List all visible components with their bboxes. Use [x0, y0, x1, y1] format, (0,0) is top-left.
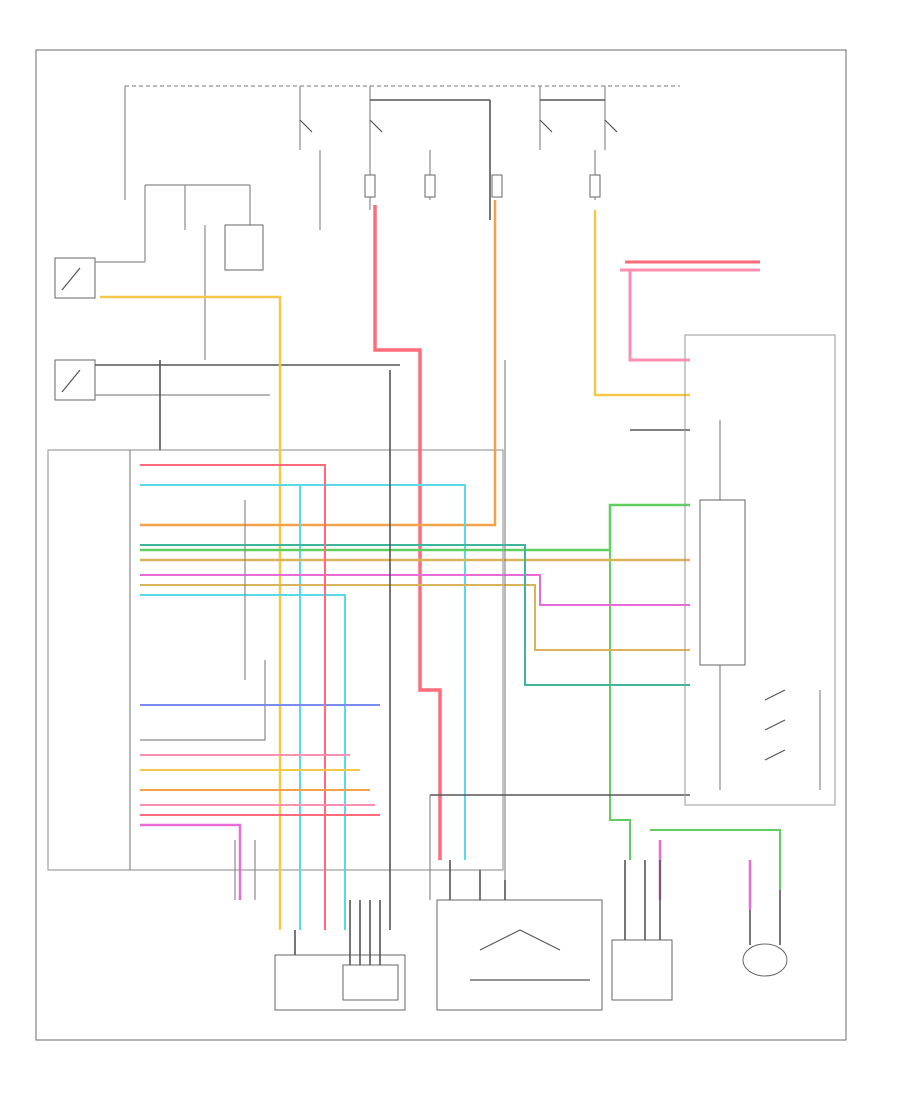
speed-sensor — [611, 939, 673, 1001]
power-distribution — [124, 85, 680, 230]
wire-magenta — [140, 574, 690, 606]
wire-red-lower — [140, 464, 326, 930]
wire-yellow-2 — [593, 210, 690, 397]
wire-cyan-2 — [140, 484, 466, 860]
transfer-case-module — [684, 334, 836, 806]
transfer-case-switches — [54, 184, 400, 401]
wire-pink — [628, 270, 690, 362]
wire-teal — [140, 544, 690, 686]
left-connector-block — [47, 449, 504, 871]
wire-tan-2 — [140, 584, 690, 651]
wire-harness — [100, 200, 781, 930]
wire-green-2 — [609, 550, 631, 860]
wire-green — [140, 503, 690, 552]
bottom-components — [274, 860, 788, 1011]
wire-yellow — [100, 295, 282, 930]
wire-magenta-2 — [140, 823, 242, 900]
wire-cyan-3 — [140, 594, 346, 930]
wire-cyan — [140, 484, 301, 930]
wire-green-3 — [650, 829, 781, 890]
rear-speed-sensor — [742, 943, 788, 977]
wire-orange — [140, 200, 497, 527]
shift-motor — [436, 899, 603, 1011]
left-bus — [234, 840, 256, 900]
wire-magenta-3 — [658, 840, 752, 910]
wire-red-main — [373, 205, 442, 860]
diagram-border — [35, 49, 847, 1041]
